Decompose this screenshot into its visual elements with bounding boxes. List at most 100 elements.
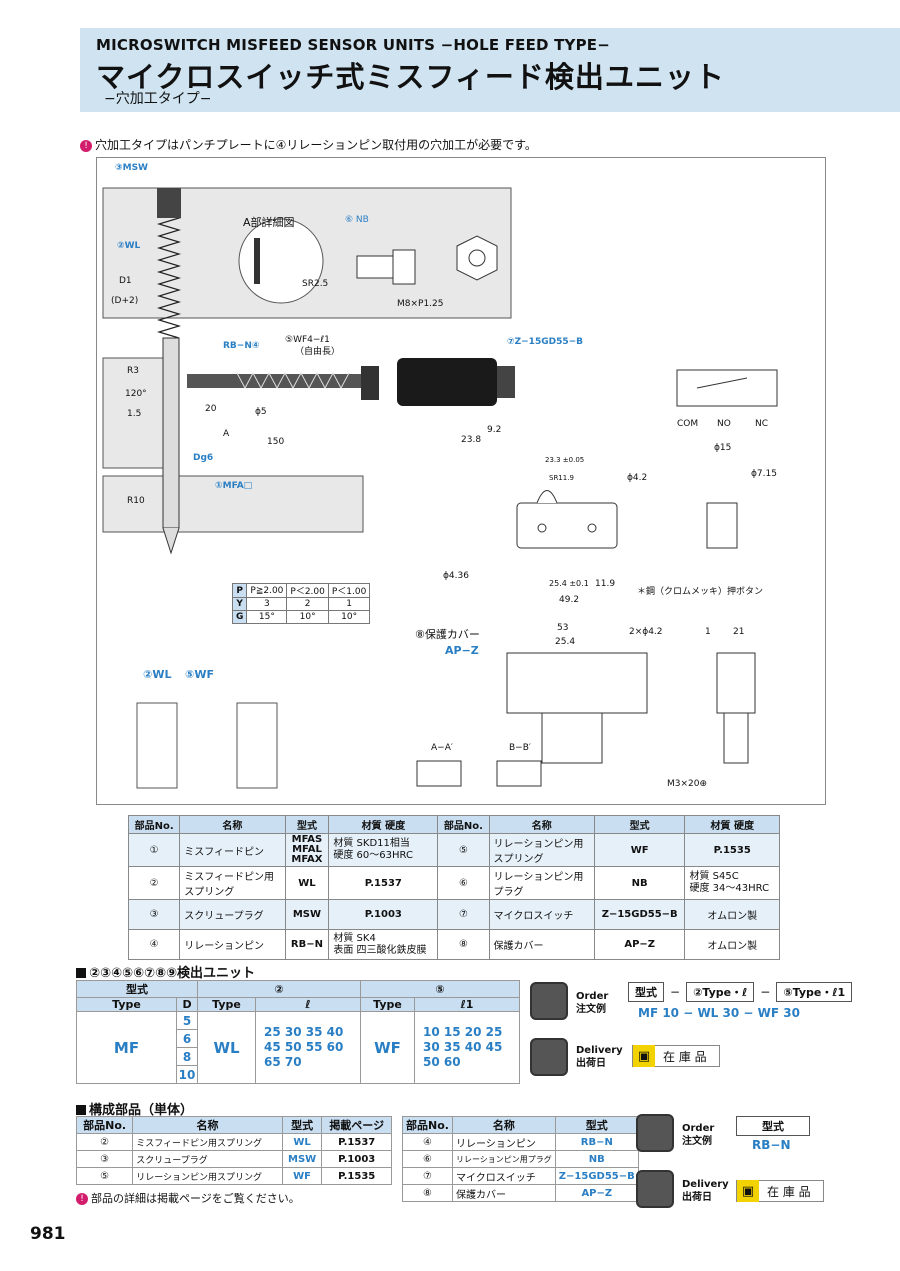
lbl-20: 20 <box>205 404 217 414</box>
delivery-truck-icon-2 <box>636 1170 674 1208</box>
lbl-rbn: RB−N④ <box>223 341 259 351</box>
switch-button <box>536 490 558 504</box>
lbl-15: 1.5 <box>127 409 141 419</box>
order-example: MF 10 − WL 30 − WF 30 <box>638 1006 800 1020</box>
switch-side-view <box>706 502 738 549</box>
lbl-2phi42: 2×ϕ4.2 <box>629 627 663 637</box>
lbl-233: 23.3 ±0.05 <box>545 456 584 464</box>
lbl-119: 11.9 <box>595 579 615 589</box>
lbl-dplus2: (D+2) <box>111 296 138 306</box>
lbl-53: 53 <box>557 623 568 633</box>
section-aa <box>416 760 462 787</box>
lbl-sr25: SR2.5 <box>302 279 328 289</box>
misfeed-pin <box>162 337 180 529</box>
lbl-150: 150 <box>267 437 284 447</box>
order-phone-icon-2 <box>636 1114 674 1152</box>
lbl-no: NO <box>717 419 731 429</box>
lbl-92: 9.2 <box>487 425 501 435</box>
detect-table: 型式 ② ⑤ Type D Type ℓ Type ℓ1 MF 5 WL 25 … <box>75 980 520 1084</box>
lbl-254: 25.4 ±0.1 <box>549 579 589 588</box>
lbl-phi715: ϕ7.15 <box>751 469 777 479</box>
lbl-phi15: ϕ15 <box>714 443 731 453</box>
die-plate <box>102 475 364 533</box>
lbl-nb: ⑥ NB <box>345 215 369 225</box>
delivery-truck-icon <box>530 1038 568 1076</box>
order-type-row: 型式− ②Type・ℓ− ⑤Type・ℓ1 <box>628 982 853 1002</box>
lbl-492: 49.2 <box>559 595 579 605</box>
lbl-wl2: ②WL <box>143 668 171 681</box>
lbl-z15: ⑦Z−15GD55−B <box>507 337 583 347</box>
lbl-cover-code: AP−Z <box>445 644 479 657</box>
title-jp: マイクロスイッチ式ミスフィード検出ユニット <box>96 60 725 94</box>
lbl-nc: NC <box>755 419 768 429</box>
lbl-mfa: ①MFA□ <box>215 481 252 491</box>
lbl-sr119: SR11.9 <box>549 474 574 482</box>
stock-badge: ▣在 庫 品 <box>632 1045 720 1067</box>
top-note: !穴加工タイプはパンチプレートに④リレーションピン取付用の穴加工が必要です。 <box>80 136 537 153</box>
lbl-phi436: ϕ4.36 <box>443 571 469 581</box>
lbl-1: 1 <box>705 627 711 637</box>
parts-note: !部品の詳細は掲載ページをご覧ください。 <box>76 1190 300 1206</box>
lbl-phi5: ϕ5 <box>255 407 267 417</box>
section-bb <box>496 760 542 787</box>
subtitle: −穴加工タイプ− <box>104 91 212 107</box>
lbl-bb: B−B′ <box>509 743 531 753</box>
page-number: 981 <box>30 1224 66 1244</box>
lbl-wf4: ⑤WF4−ℓ1 <box>285 335 330 345</box>
drawing-svg: ③MSW ②WL D1 (D+2) A部詳細図 SR2.5 ⑥ NB M8×P1… <box>102 163 778 789</box>
switch-cap <box>497 366 515 398</box>
mount-hole-1 <box>537 523 547 533</box>
box-icon: ▣ <box>737 1180 759 1202</box>
lbl-wf2: ⑤WF <box>185 668 214 681</box>
wf-spring-view <box>236 702 278 789</box>
nb-plug <box>361 366 379 400</box>
screw-plug <box>157 188 181 218</box>
pin-tip <box>162 527 180 555</box>
lbl-button-note: ＊鋼（クロムメッキ）押ボタン <box>637 585 763 597</box>
lbl-m3: M3×20⊕ <box>667 779 707 789</box>
switch-lever <box>696 377 748 389</box>
note-icon: ! <box>80 139 92 152</box>
relation-pin <box>187 374 362 388</box>
lbl-com: COM <box>677 419 698 429</box>
wl-spring-view <box>136 702 178 789</box>
mount-hole-2 <box>587 523 597 533</box>
lbl-msw: ③MSW <box>115 163 148 173</box>
cover-front-view <box>506 652 648 714</box>
nb-hex-hole <box>468 249 486 267</box>
nb-hex-side <box>392 249 416 285</box>
wl-spring <box>156 212 182 339</box>
stock-badge-2: ▣在 庫 品 <box>736 1180 824 1202</box>
a-detail-circle <box>238 218 324 304</box>
lbl-a: A <box>223 429 230 439</box>
lbl-m8: M8×P1.25 <box>397 299 444 309</box>
lbl-cover: ⑧保護カバー <box>415 627 480 641</box>
lbl-phi42: ϕ4.2 <box>627 473 647 483</box>
parts-title: 構成部品（単体） <box>76 1099 193 1118</box>
cover-side-view <box>716 652 756 714</box>
detect-title: ②③④⑤⑥⑦⑧⑨検出ユニット <box>76 962 255 981</box>
cover-side-boot <box>723 712 749 764</box>
order-phone-icon <box>530 982 568 1020</box>
order2-example: RB−N <box>752 1138 791 1152</box>
lbl-238: 23.8 <box>461 435 481 445</box>
lbl-120: 120° <box>125 389 147 399</box>
lbl-free2: （自由長） <box>295 345 340 357</box>
